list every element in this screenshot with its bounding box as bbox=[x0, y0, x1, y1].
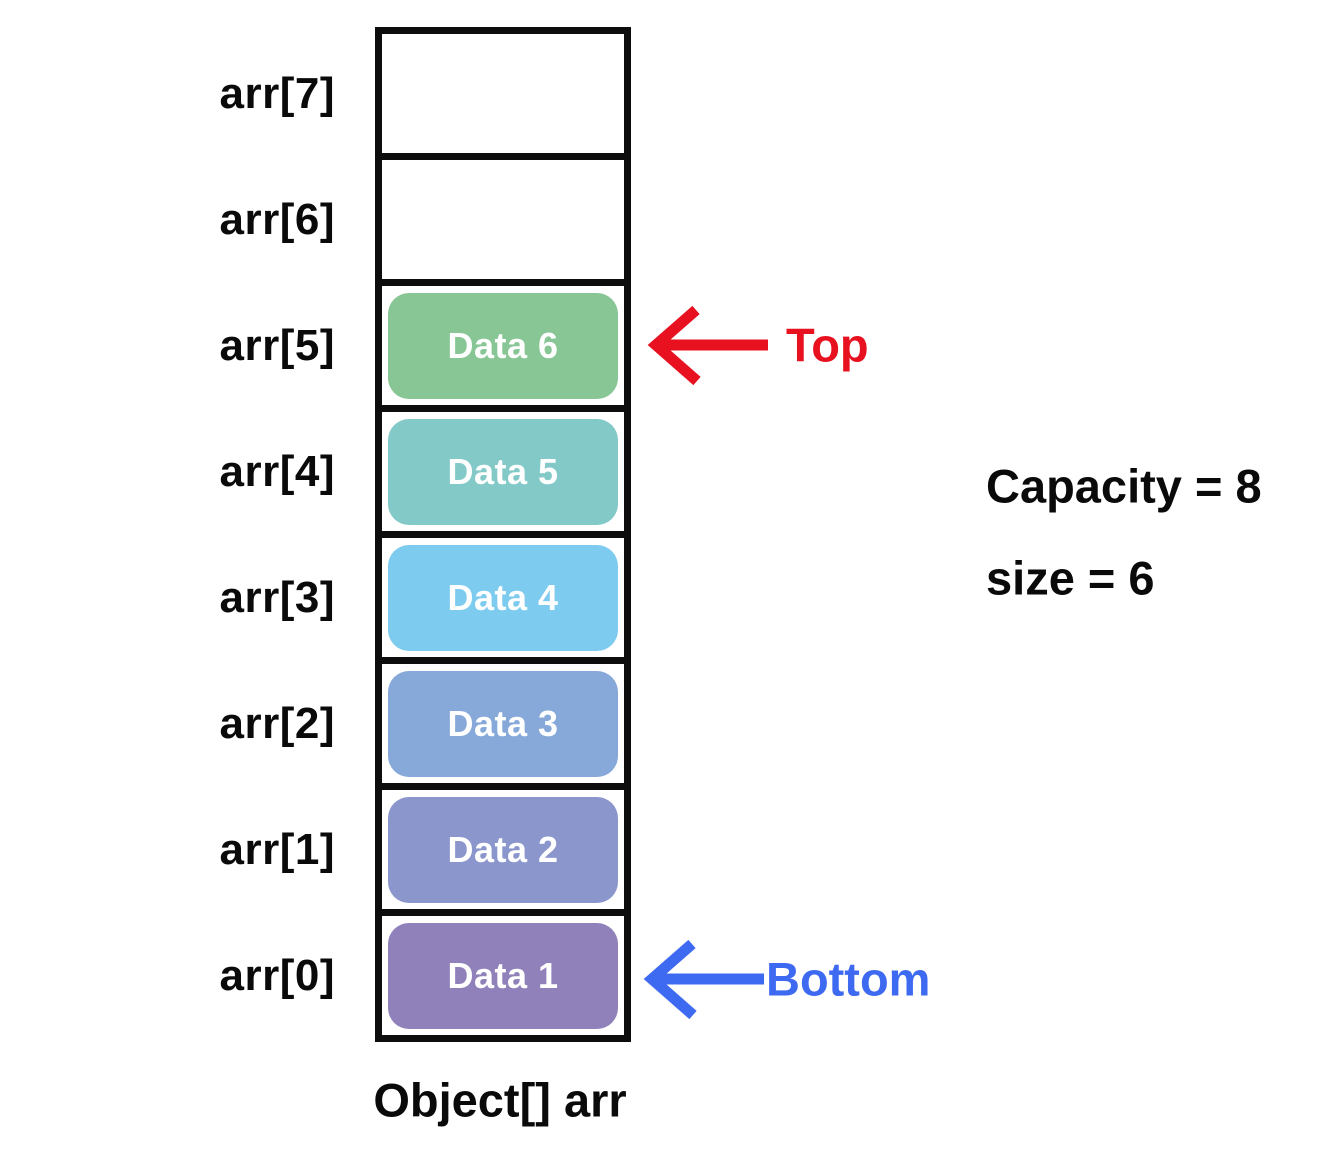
stack-item-data4: Data 4 bbox=[388, 544, 618, 651]
array-cell-4: Data 5 bbox=[375, 405, 631, 538]
top-pointer-label: Top bbox=[786, 318, 869, 372]
array-cell-5: Data 6 bbox=[375, 279, 631, 412]
size-text: size = 6 bbox=[986, 551, 1155, 605]
bottom-pointer-arrow-icon bbox=[643, 939, 764, 1020]
array-caption: Object[] arr bbox=[373, 1073, 627, 1127]
index-label-arr3: arr[3] bbox=[219, 572, 335, 622]
array-cell-0: Data 1 bbox=[375, 909, 631, 1042]
index-label-arr1: arr[1] bbox=[219, 824, 335, 874]
index-label-arr6: arr[6] bbox=[219, 194, 335, 244]
array-cell-3: Data 4 bbox=[375, 531, 631, 664]
array-cell-2: Data 3 bbox=[375, 657, 631, 790]
index-label-arr2: arr[2] bbox=[219, 698, 335, 748]
bottom-pointer-label: Bottom bbox=[766, 952, 931, 1006]
index-label-arr5: arr[5] bbox=[219, 320, 335, 370]
array-cell-1: Data 2 bbox=[375, 783, 631, 916]
stack-item-data6: Data 6 bbox=[388, 292, 618, 399]
stack-item-data2: Data 2 bbox=[388, 796, 618, 903]
array-cell-6 bbox=[375, 153, 631, 286]
top-pointer-arrow-icon bbox=[647, 305, 768, 386]
stack-item-data5: Data 5 bbox=[388, 418, 618, 525]
capacity-text: Capacity = 8 bbox=[986, 459, 1262, 513]
stack-item-data1: Data 1 bbox=[388, 922, 618, 1029]
array-column: Data 6 Data 5 Data 4 Data 3 Data 2 Data … bbox=[375, 27, 631, 1042]
index-label-arr7: arr[7] bbox=[219, 68, 335, 118]
stack-item-data3: Data 3 bbox=[388, 670, 618, 777]
index-label-arr4: arr[4] bbox=[219, 446, 335, 496]
array-cell-7 bbox=[375, 27, 631, 160]
index-label-arr0: arr[0] bbox=[219, 950, 335, 1000]
